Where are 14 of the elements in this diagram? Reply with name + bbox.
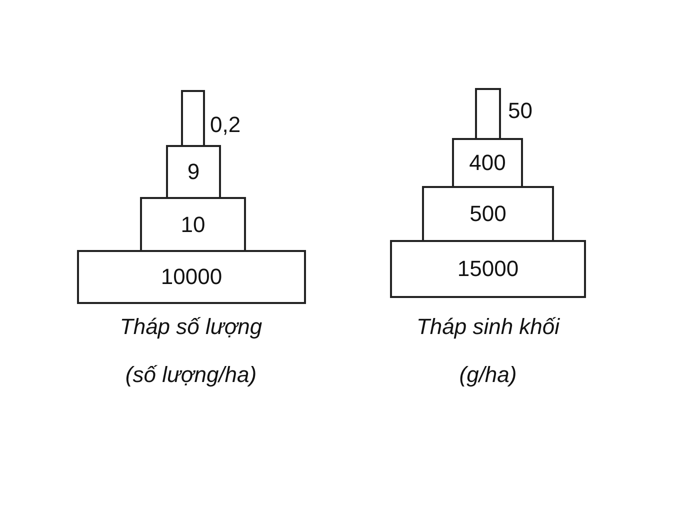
pyramid-level: 15000 (390, 240, 586, 298)
value-label: 50 (508, 98, 532, 124)
pyramid-bar (181, 90, 205, 147)
pyramid-level: 10 (140, 197, 246, 252)
pyramid-caption: Tháp sinh khối (416, 314, 560, 340)
pyramid-caption: Tháp số lượng (120, 314, 262, 340)
pyramid-level: 10000 (77, 250, 306, 304)
pyramid-level: 500 (422, 186, 554, 242)
pyramid-level: 9 (166, 145, 221, 199)
pyramid-level: 400 (452, 138, 523, 188)
value-label: 0,2 (210, 112, 241, 138)
pyramid-caption: (g/ha) (459, 362, 517, 388)
pyramid-caption: (số lượng/ha) (125, 362, 257, 388)
pyramid-bar (475, 88, 501, 140)
